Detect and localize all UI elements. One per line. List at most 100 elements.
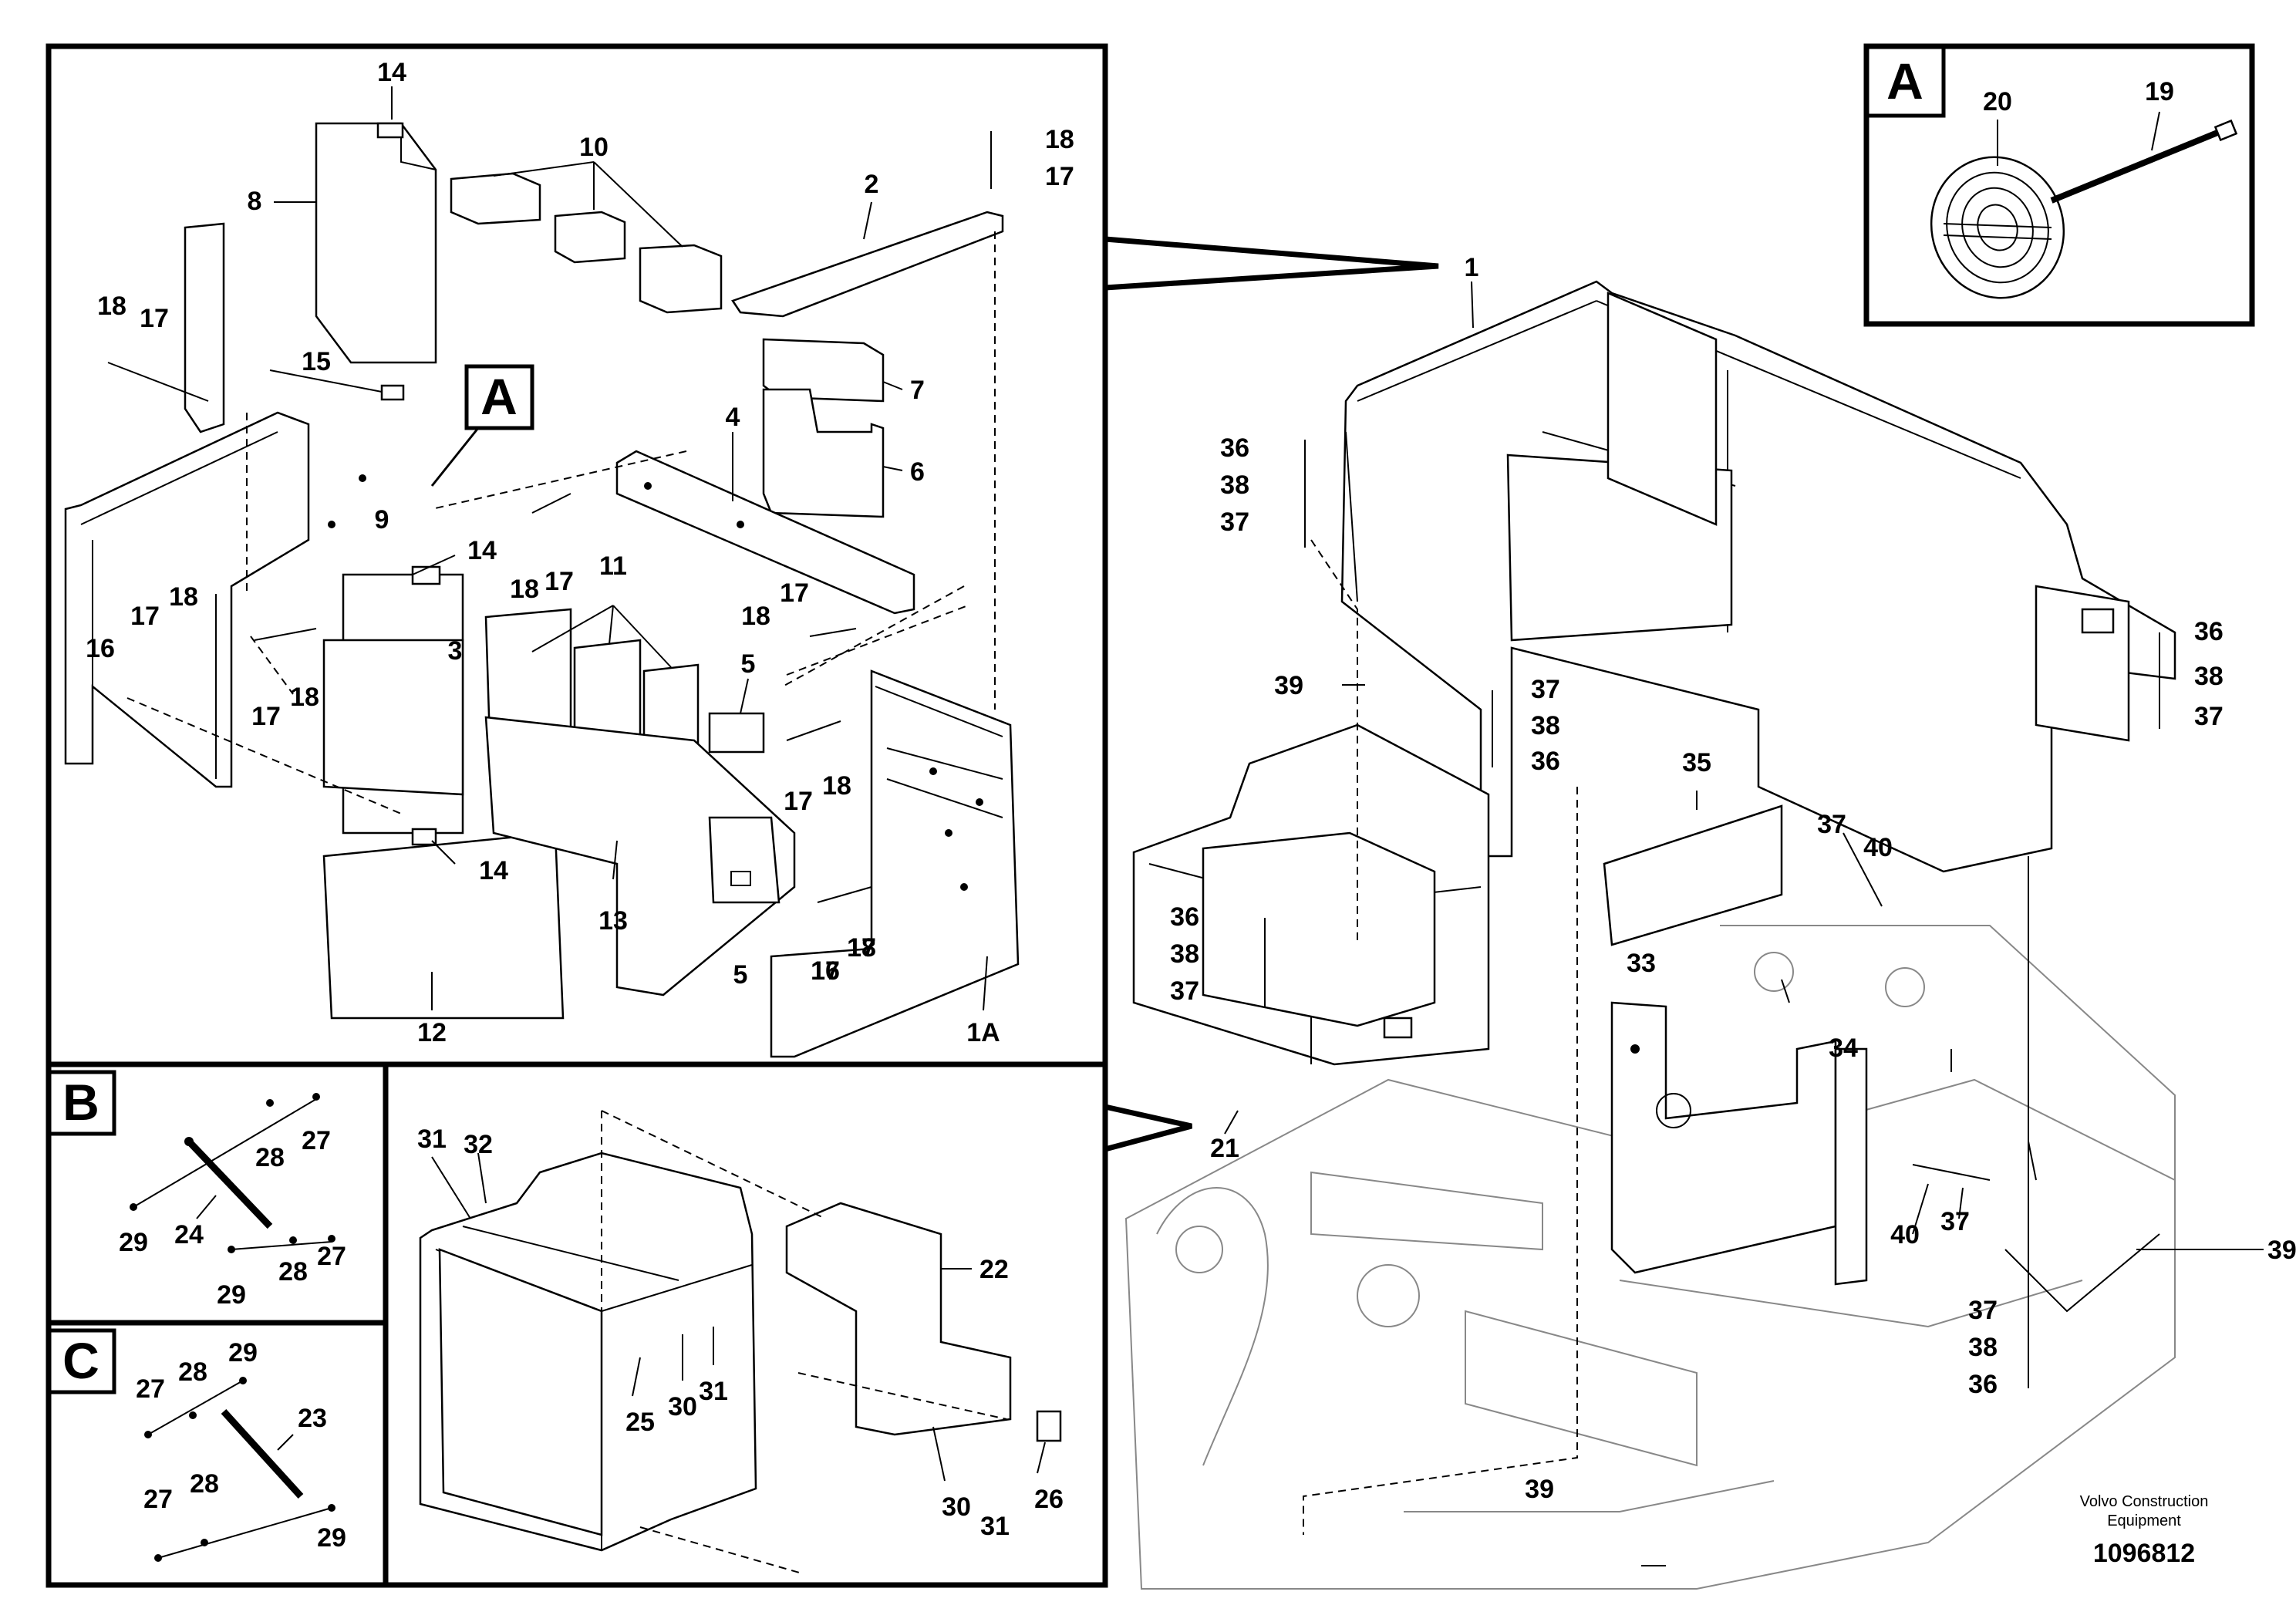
callout-label: 39	[2267, 1236, 2296, 1265]
callout-label: 18	[169, 582, 198, 612]
callout-label: 39	[1525, 1475, 1554, 1504]
callout-label: 27	[136, 1374, 165, 1404]
callout-label: 31	[699, 1377, 728, 1406]
callout-label: 18	[741, 602, 770, 631]
callout-label: 14	[467, 536, 497, 565]
caption-line1: Volvo Construction	[2080, 1493, 2209, 1510]
callout-label: 35	[1682, 748, 1711, 777]
callout-label: 17	[130, 602, 160, 631]
main-exploded-view: 14 10 18 17 8 2 18 17 15 7 4 6 9 14 11 1…	[64, 58, 1074, 1058]
callout-label: 28	[178, 1357, 207, 1387]
callout-label: 6	[910, 457, 925, 487]
callout-label: 5	[733, 960, 748, 990]
callout-label: 31	[980, 1512, 1010, 1541]
callout-label: 36	[1170, 902, 1199, 932]
callout-label: 36	[2194, 617, 2224, 646]
cab-frame	[383, 1061, 1108, 1588]
callout-label: 17	[544, 567, 574, 596]
callout-wedge-top	[1104, 236, 1439, 291]
callout-label: 25	[625, 1408, 655, 1437]
callout-label: 36	[1968, 1370, 1998, 1399]
frame-assembly-view: 1 36 38 37 39 37 38 36 36 38 37 35 37 40…	[1124, 253, 2296, 1590]
view-b-detail: 28 27 29 24 28 27 29	[119, 1093, 346, 1310]
callout-label: 40	[1863, 833, 1893, 862]
callout-label: 29	[217, 1280, 246, 1310]
drawing-number: 1096812	[2093, 1539, 2195, 1568]
callout-label: 18	[510, 575, 539, 604]
callout-label: 21	[1210, 1134, 1239, 1163]
callout-wedge-bottom	[1104, 1104, 1192, 1152]
callout-label: 38	[1170, 939, 1199, 969]
pointer-a-letter: A	[480, 368, 518, 425]
callout-label: 3	[448, 636, 463, 666]
frames	[46, 43, 2255, 1588]
callout-label: 29	[317, 1523, 346, 1553]
callout-label: 38	[1531, 711, 1560, 740]
callout-label: 30	[668, 1392, 697, 1421]
callout-label: 19	[2145, 77, 2174, 106]
callout-label: 37	[1531, 675, 1560, 704]
callout-label: 13	[598, 906, 628, 936]
callout-label: 1A	[966, 1018, 1000, 1047]
callout-label: 4	[726, 403, 740, 432]
cab-box-view: 31 32 22 25 30 31 30 31 26	[417, 1110, 1064, 1574]
callout-label: 7	[910, 376, 925, 405]
callout-label: 29	[228, 1338, 258, 1367]
callout-label: 28	[255, 1143, 285, 1172]
view-a-frame	[1863, 43, 2255, 327]
callout-label: 33	[1627, 949, 1656, 978]
callout-label: 10	[579, 133, 609, 162]
callout-label: 37	[1817, 810, 1846, 839]
callout-label: 17	[784, 787, 813, 816]
callout-label: 16	[811, 956, 840, 986]
caption-line2: Equipment	[2107, 1512, 2181, 1529]
callout-label: 27	[302, 1126, 331, 1155]
callout-label: 18	[822, 771, 851, 801]
callout-label: 38	[1220, 470, 1249, 500]
view-a-detail	[1930, 111, 2238, 299]
view-a-letter: A	[1886, 52, 1923, 110]
callout-label: 40	[1890, 1220, 1920, 1249]
callout-label: 17	[847, 933, 876, 963]
callout-label: 15	[302, 347, 331, 376]
callout-label: 38	[1968, 1333, 1998, 1362]
callout-label: 11	[599, 551, 627, 581]
callout-label: 14	[377, 58, 406, 87]
callout-label: 8	[248, 187, 262, 216]
callout-label: 16	[86, 634, 115, 663]
callout-label: 27	[143, 1485, 173, 1514]
callout-label: 27	[317, 1242, 346, 1271]
view-c-detail: 29 27 28 23 27 28 29	[136, 1338, 346, 1562]
callout-label: 39	[1274, 671, 1303, 700]
callout-label: 18	[1045, 125, 1074, 154]
callout-label: 32	[464, 1130, 493, 1159]
callout-label: 18	[290, 683, 319, 712]
callout-label: 17	[811, 956, 840, 986]
callout-label: 36	[1531, 747, 1560, 776]
callout-label: 18	[847, 933, 876, 963]
callout-label: 37	[2194, 702, 2224, 731]
callout-label: 23	[298, 1404, 327, 1433]
view-c-letter: C	[62, 1332, 99, 1389]
callout-label: 37	[1940, 1207, 1970, 1236]
callout-label: 2	[865, 170, 879, 199]
callout-label: 17	[251, 702, 281, 731]
callout-label: 9	[375, 505, 389, 534]
callout-label: 1	[1465, 253, 1479, 282]
main-callout-labels: 14 10 18 17 8 2 18 17 15 7 4 6 9 14 11 1…	[86, 58, 1074, 1047]
callout-label: 17	[1045, 162, 1074, 191]
callout-label: 28	[190, 1469, 219, 1499]
view-b-letter: B	[62, 1074, 99, 1131]
callout-label: 14	[479, 856, 508, 885]
callout-label: 17	[140, 304, 169, 333]
callout-label: 38	[2194, 662, 2224, 691]
callout-label: 22	[979, 1255, 1009, 1284]
frame-callout-labels: 1 36 38 37 39 37 38 36 36 38 37 35 37 40…	[1170, 253, 2296, 1504]
callout-label: 36	[1220, 433, 1249, 463]
callout-label: 34	[1829, 1034, 1858, 1063]
drawing-id: Volvo Construction Equipment 1096812	[2080, 1493, 2209, 1568]
callout-label: 37	[1170, 976, 1199, 1006]
callout-label: 24	[174, 1220, 204, 1249]
callout-label: 28	[278, 1257, 308, 1286]
